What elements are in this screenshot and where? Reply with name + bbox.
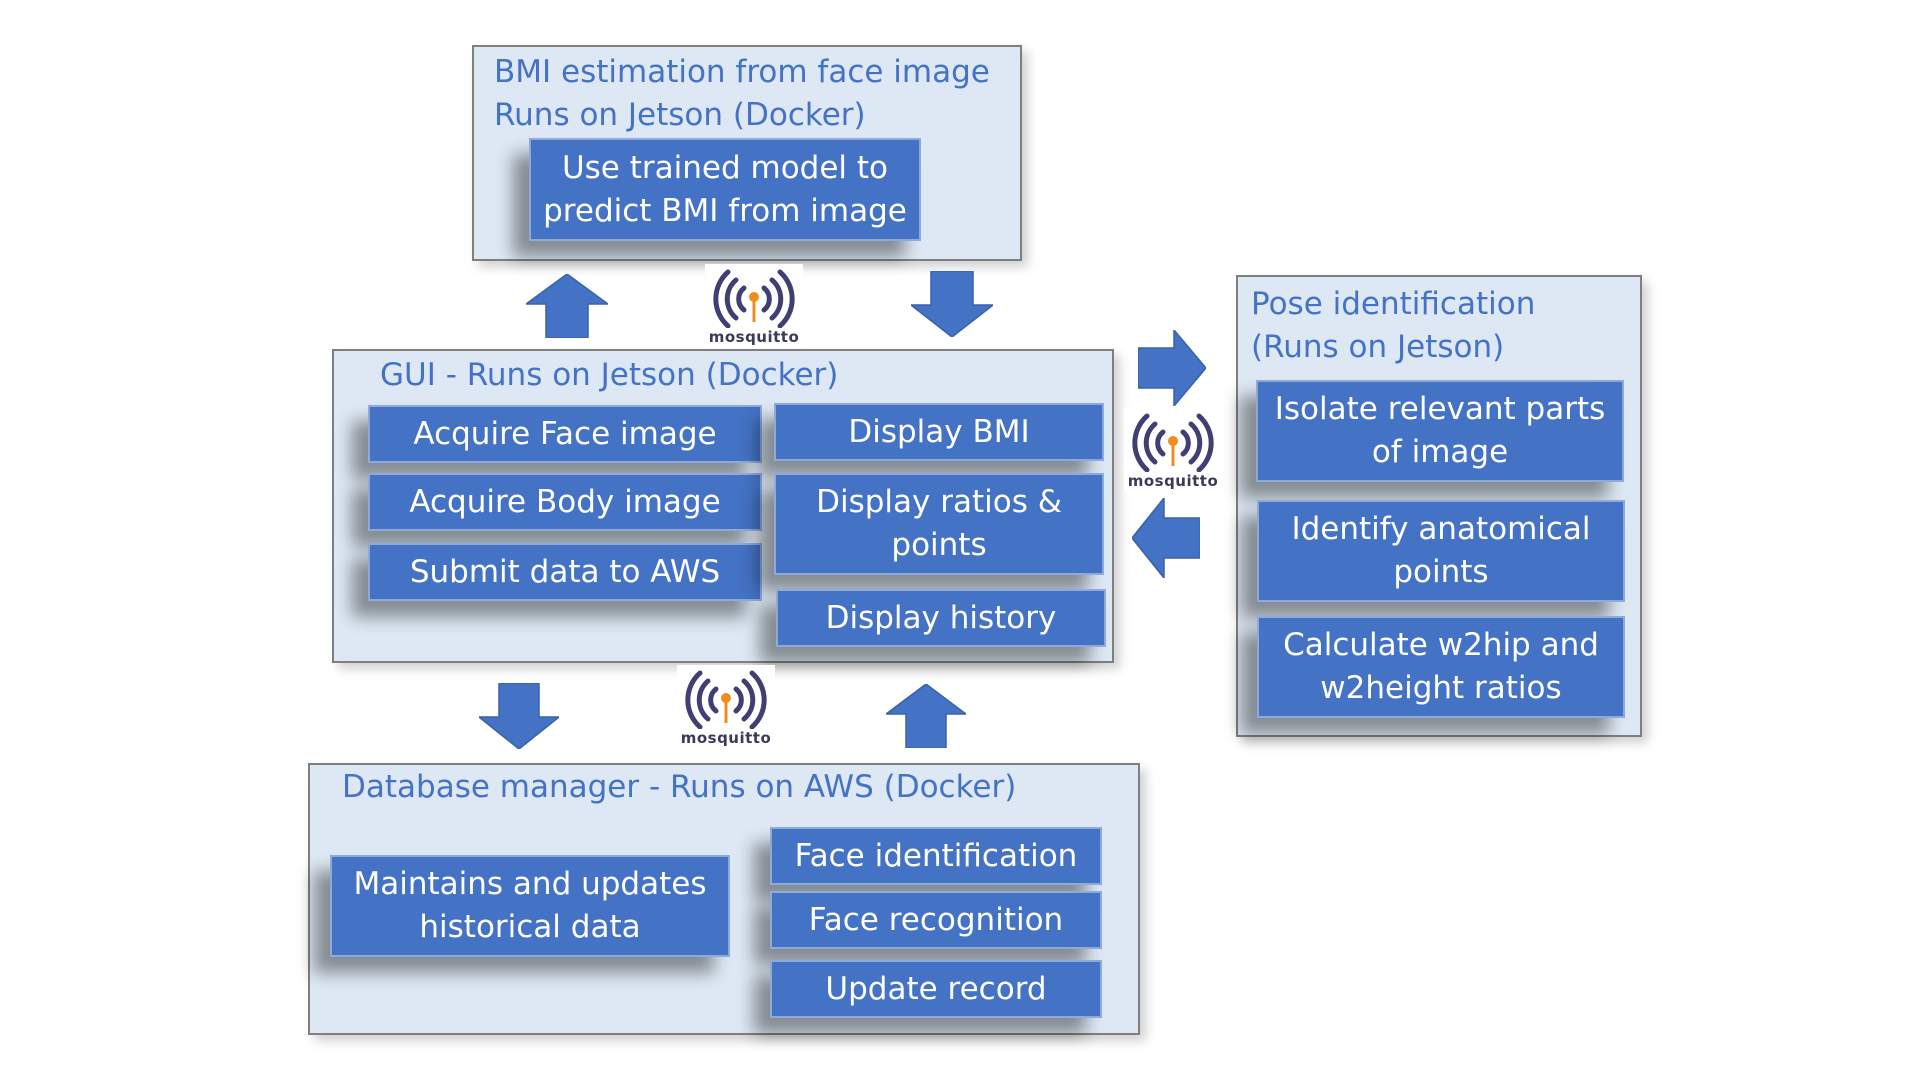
bmi-panel-title: BMI estimation from face image Runs on J…: [494, 54, 990, 133]
mqtt-broadcast-icon: [713, 269, 795, 328]
pose-panel-title: Pose identification (Runs on Jetson): [1251, 286, 1536, 365]
up-arrow-icon: [886, 684, 966, 748]
isolate-parts-box: Isolate relevant parts of image: [1256, 380, 1624, 482]
database-manager-panel: Database manager - Runs on AWS (Docker) …: [308, 763, 1140, 1035]
display-ratios-points-box: Display ratios & points: [774, 473, 1104, 575]
mosquitto-logo-top: mosquitto: [705, 264, 803, 348]
display-history-box: Display history: [776, 589, 1106, 647]
identify-points-box: Identify anatomical points: [1257, 500, 1625, 602]
gui-panel-title: GUI - Runs on Jetson (Docker): [380, 357, 839, 393]
up-arrow-icon: [526, 274, 608, 338]
bmi-estimation-panel: BMI estimation from face image Runs on J…: [472, 45, 1022, 261]
pose-identification-panel: Pose identification (Runs on Jetson) Iso…: [1236, 275, 1642, 737]
predict-bmi-box: Use trained model to predict BMI from im…: [529, 138, 921, 241]
mqtt-broadcast-icon: [1132, 413, 1214, 472]
mqtt-broadcast-icon: [685, 670, 767, 729]
calculate-ratios-box: Calculate w2hip and w2height ratios: [1257, 616, 1625, 718]
down-arrow-icon: [911, 271, 993, 337]
acquire-body-image-box: Acquire Body image: [368, 473, 762, 531]
update-record-box: Update record: [770, 960, 1102, 1018]
down-arrow-icon: [479, 683, 559, 749]
face-identification-box: Face identification: [770, 827, 1102, 885]
display-bmi-box: Display BMI: [774, 403, 1104, 461]
face-recognition-box: Face recognition: [770, 891, 1102, 949]
mosquitto-label: mosquitto: [708, 328, 800, 346]
submit-data-aws-box: Submit data to AWS: [368, 543, 762, 601]
right-arrow-icon: [1138, 330, 1206, 406]
mosquitto-logo-bottom: mosquitto: [677, 665, 775, 749]
mosquitto-logo-right: mosquitto: [1124, 408, 1222, 492]
maintain-history-box: Maintains and updates historical data: [330, 855, 730, 957]
mosquitto-label: mosquitto: [1127, 472, 1219, 490]
left-arrow-icon: [1132, 498, 1200, 578]
gui-panel: GUI - Runs on Jetson (Docker) Acquire Fa…: [332, 349, 1114, 663]
acquire-face-image-box: Acquire Face image: [368, 405, 762, 463]
database-panel-title: Database manager - Runs on AWS (Docker): [342, 769, 1017, 805]
mosquitto-label: mosquitto: [680, 729, 772, 747]
